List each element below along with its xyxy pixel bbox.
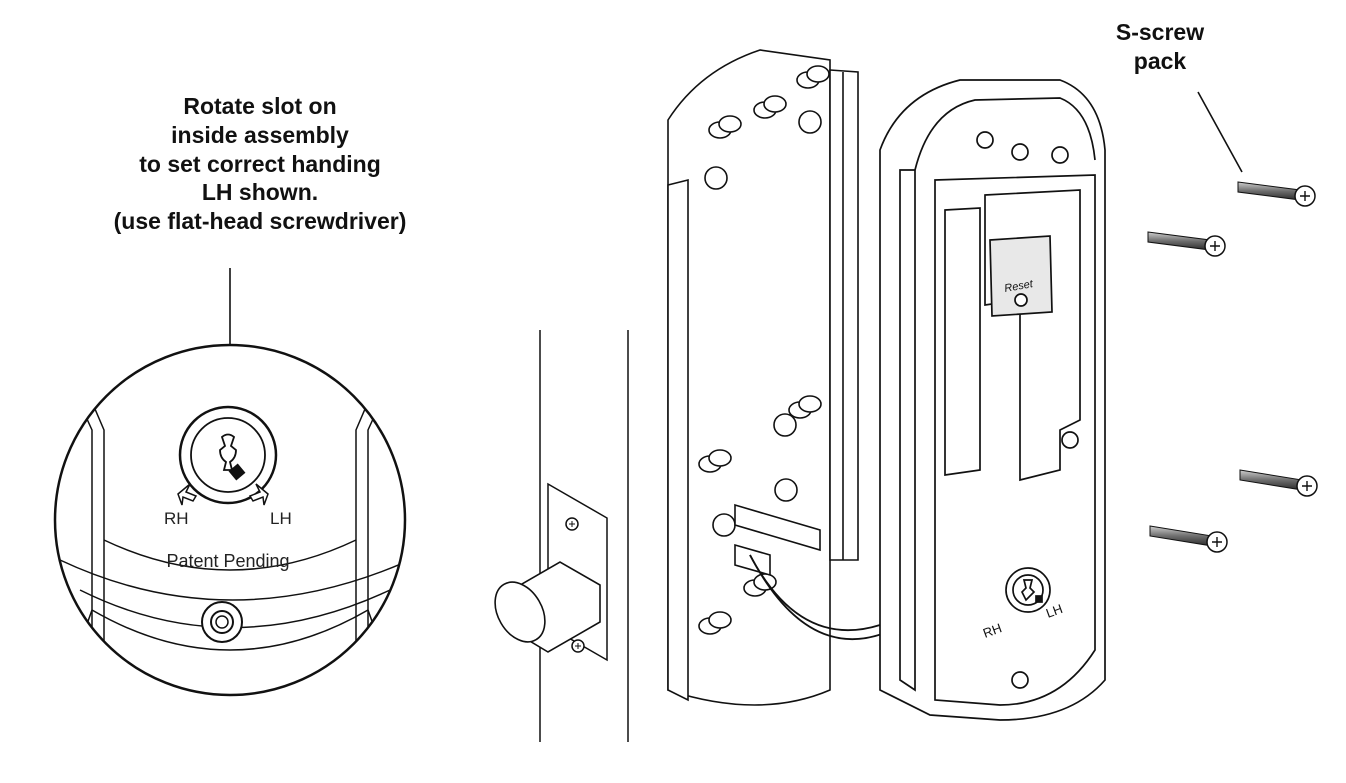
handing-instruction-line-2: inside assembly	[171, 121, 349, 148]
screw-pack-line-2: pack	[1133, 47, 1187, 74]
detail-lh-label: LH	[270, 509, 292, 528]
handing-instruction-line-5: (use flat-head screwdriver)	[113, 208, 407, 234]
phillips-head-icon	[1300, 191, 1310, 201]
screw-1	[1237, 181, 1316, 207]
handing-instruction-line-4: LH shown.	[201, 179, 319, 206]
rh-arrow-icon	[177, 483, 198, 506]
assembly-lh-label: LH	[1044, 601, 1065, 621]
phillips-head-icon	[1302, 481, 1312, 491]
mounting-plate	[667, 49, 859, 706]
handing-instruction-callout: Rotate slot on inside assembly to set co…	[90, 92, 430, 236]
lh-arrow-icon	[248, 483, 269, 506]
handing-slot-keyway	[219, 433, 237, 471]
phillips-head-icon	[1212, 537, 1222, 547]
handing-instruction-line-1: Rotate slot on	[183, 93, 337, 119]
screw-4	[1149, 525, 1228, 553]
reset-label: Reset	[1003, 278, 1034, 295]
handing-instruction-line-3: to set correct handing	[139, 150, 381, 177]
phillips-head-icon	[1210, 241, 1220, 251]
latch-bolt	[494, 561, 601, 653]
screw-2	[1147, 231, 1226, 257]
screw-3	[1239, 469, 1318, 497]
inside-assembly	[879, 79, 1106, 721]
screw-pack-line-1: S-screw	[1115, 19, 1205, 45]
patent-pending-text: Patent Pending	[166, 551, 289, 571]
assembly-rh-label: RH	[981, 620, 1004, 641]
lh-indicator-mark	[228, 463, 246, 481]
detail-rh-label: RH	[164, 509, 189, 528]
screw-pack-callout: S-screw pack	[1080, 18, 1240, 76]
screw-pack-leader-line	[1197, 91, 1243, 173]
handing-detail-magnifier: RH LH Patent Pending	[53, 343, 407, 697]
door-edge	[539, 330, 629, 742]
